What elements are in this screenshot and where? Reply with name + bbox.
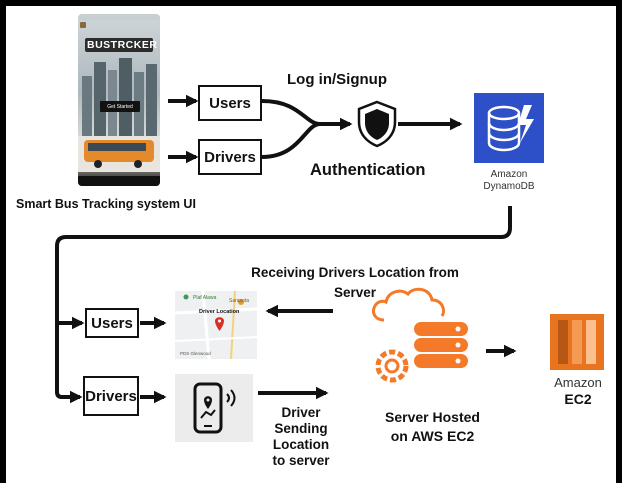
driver-phone-thumbnail (175, 374, 253, 442)
map-art (175, 291, 257, 359)
dynamodb-tile (474, 93, 544, 163)
map-thumbnail: Plaf Alawa Sarasota Driver Location PDS … (175, 291, 257, 359)
get-started-button[interactable]: Get Started (100, 101, 140, 112)
users-box-top: Users (198, 85, 262, 121)
map-bottom-label: PDS Glenwood (180, 351, 211, 356)
authentication-label: Authentication (310, 161, 426, 179)
dynamodb-icon (487, 105, 534, 152)
app-brand: BUSTRCKER (87, 39, 158, 51)
ec2-icon (550, 314, 604, 370)
ec2-label-line2: EC2 (564, 391, 592, 407)
curve-drivers-to-auth (261, 122, 321, 159)
dynamodb-label-line1: Amazon (490, 169, 528, 180)
server-label-line2: on AWS EC2 (390, 428, 475, 444)
receiving-label-line1: Receiving Drivers Location from (251, 265, 459, 280)
line-dynamodb-loop (55, 206, 512, 399)
map-place-1: Plaf Alawa (193, 295, 217, 301)
drivers-box-bottom: Drivers (83, 376, 139, 416)
server-label: Server Hosted on AWS EC2 (370, 408, 495, 446)
curve-users-to-auth (261, 99, 321, 126)
app-screenshot: BUSTRCKER Get Started (78, 14, 160, 186)
phone-location-icon (193, 382, 236, 434)
app-brand-banner (85, 38, 153, 52)
dynamodb-label: Amazon DynamoDB (474, 169, 544, 193)
sending-label-line1: Driver (281, 405, 321, 420)
sending-label-line4: to server (272, 453, 330, 468)
receiving-label-line2: Server (333, 285, 377, 300)
ec2-label-line1: Amazon (554, 375, 602, 390)
sending-label: Driver Sending Location to server (260, 405, 342, 469)
dynamodb-label-line2: DynamoDB (483, 181, 535, 192)
drivers-box-top: Drivers (198, 139, 262, 175)
app-caption: Smart Bus Tracking system UI (16, 197, 196, 211)
receiving-label: Receiving Drivers Location from Server (230, 263, 480, 303)
map-place-2: Sarasota (229, 298, 250, 304)
ec2-label: Amazon EC2 (542, 375, 614, 407)
server-icon (372, 287, 468, 383)
sending-label-line2: Sending (274, 421, 328, 436)
sending-label-line3: Location (272, 437, 330, 452)
users-box-bottom: Users (85, 308, 139, 338)
login-label: Log in/Signup (287, 71, 387, 88)
server-label-line1: Server Hosted (385, 409, 480, 425)
shield-icon (357, 100, 397, 148)
map-driver-location: Driver Location (199, 309, 240, 315)
